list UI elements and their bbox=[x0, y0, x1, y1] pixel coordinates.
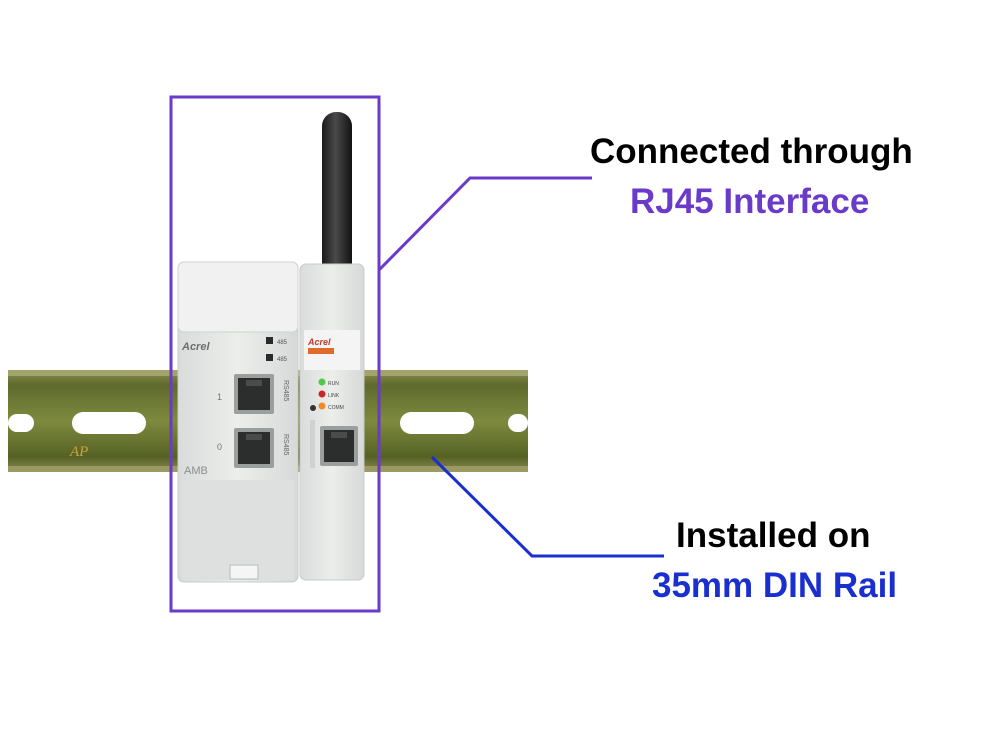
rail-slot bbox=[508, 414, 528, 432]
rail-slot bbox=[400, 412, 474, 434]
led-run bbox=[318, 378, 326, 386]
port-number: 1 bbox=[217, 392, 222, 402]
led-comm bbox=[318, 402, 326, 410]
indicator-square bbox=[266, 354, 273, 361]
din-leader-line bbox=[430, 455, 664, 558]
port-number: 0 bbox=[217, 442, 222, 452]
rail-slot bbox=[8, 414, 34, 432]
rj45-port bbox=[234, 428, 274, 468]
rj45-caption-title: Connected through bbox=[590, 132, 913, 171]
led-label: COMM bbox=[328, 405, 344, 411]
din-caption-highlight: 35mm DIN Rail bbox=[652, 566, 898, 605]
port-label: RS485 bbox=[282, 434, 289, 456]
highlight-box bbox=[169, 95, 381, 613]
main-module: Acrel 485 485 1 RS485 0 RS485 AMB bbox=[177, 261, 299, 583]
indicator-label: 485 bbox=[277, 357, 288, 363]
wireless-module: Acrel RUN LINK COMM bbox=[299, 263, 365, 581]
brand-logo-left: Acrel bbox=[181, 341, 210, 353]
rj45-leader-line bbox=[377, 176, 592, 272]
indicator-square bbox=[266, 337, 273, 344]
led-label: LINK bbox=[328, 393, 340, 399]
led-label: RUN bbox=[328, 381, 339, 387]
led-link bbox=[318, 390, 326, 398]
rj45-caption-highlight: RJ45 Interface bbox=[630, 182, 870, 221]
rail-slot bbox=[72, 412, 146, 434]
port-label: RS485 bbox=[282, 380, 289, 402]
din-caption-title: Installed on bbox=[676, 516, 871, 555]
rj45-port bbox=[320, 426, 358, 466]
indicator-label: 485 bbox=[277, 340, 288, 346]
brand-logo-right: Acrel bbox=[307, 337, 331, 347]
rj45-port bbox=[234, 374, 274, 414]
module-label: AMB bbox=[184, 465, 208, 477]
rail-mark: AP bbox=[69, 444, 88, 460]
reset-button bbox=[310, 405, 316, 411]
